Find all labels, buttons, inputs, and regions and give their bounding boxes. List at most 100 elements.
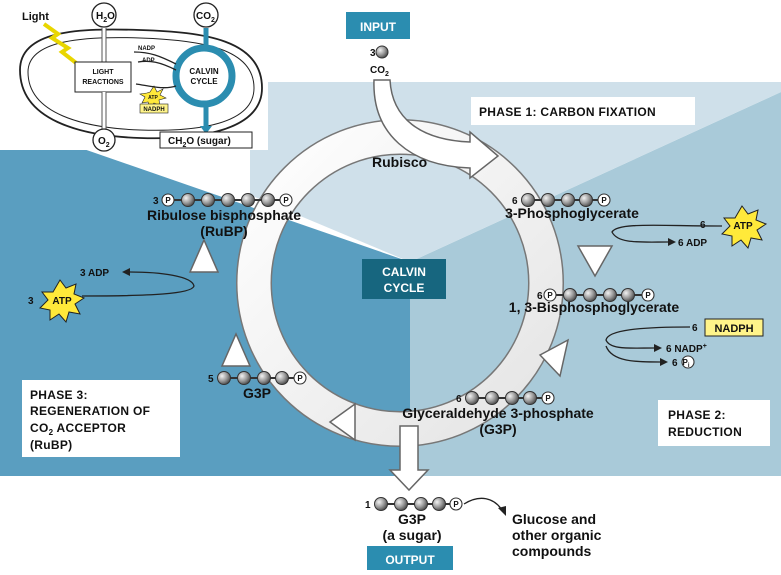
ring-arrowhead-right-lower xyxy=(538,338,570,378)
svg-text:O2: O2 xyxy=(98,136,110,149)
ring-arrowhead-left-upper xyxy=(188,238,220,273)
h2o-circle xyxy=(91,2,117,28)
inset-calvin-ring xyxy=(172,44,236,108)
nadph-box xyxy=(704,318,764,337)
input-co2-name: CO xyxy=(370,65,385,76)
products-line1: Glucose and xyxy=(512,511,596,527)
bpg-chain: P P xyxy=(543,288,655,302)
svg-text:H2O: H2O xyxy=(96,11,115,24)
g3p5-name: G3P xyxy=(243,385,271,401)
atp-left-label: ATP xyxy=(52,296,72,307)
inset-calvin-line1: CALVIN xyxy=(189,67,218,76)
light-reactions-box xyxy=(74,61,132,93)
rubp-chain: P P xyxy=(161,193,293,207)
inset-sugar-post: O (sugar) xyxy=(186,136,230,147)
phase1-label: PHASE 1: CARBON FIXATION xyxy=(479,105,656,119)
g3p-out-name: G3P xyxy=(398,511,426,527)
h2o-h: H xyxy=(96,11,103,22)
g3p5-count: 5 xyxy=(208,374,214,385)
input-arrow xyxy=(373,79,500,180)
adp-left-label: 3 ADP xyxy=(80,268,109,279)
pga-chain: P xyxy=(521,193,611,207)
output-box xyxy=(367,546,453,570)
pi-sub: i xyxy=(688,363,690,369)
pi-label: P xyxy=(682,358,688,367)
g3p6-count: 6 xyxy=(456,394,462,405)
input-co2-count: 3 xyxy=(370,48,376,59)
atp-left-star-icon xyxy=(38,279,86,324)
input-box xyxy=(346,12,410,39)
g3p6-name: Glyceraldehyde 3-phosphate xyxy=(402,405,594,421)
phase3-acceptor: ACCEPTOR xyxy=(53,421,126,435)
adp-right-label: 6 ADP xyxy=(678,238,707,249)
o2-circle xyxy=(92,128,116,152)
inset-nadp-label: NADP xyxy=(138,46,155,52)
phase2-line1: PHASE 2: xyxy=(668,408,726,422)
inset-sugar-pre: CH xyxy=(168,136,182,147)
inset-co2-name: CO xyxy=(196,11,211,22)
atp-right-label: ATP xyxy=(733,221,753,232)
input-co2-sub: 2 xyxy=(385,71,389,78)
calvin-cycle-box xyxy=(362,259,446,299)
input-co2-ball xyxy=(375,45,389,59)
atp-left-count: 3 xyxy=(28,296,34,307)
phase3-box xyxy=(22,380,180,457)
phase3-line4: (RuBP) xyxy=(30,438,72,452)
ring-arrowhead-left-lower xyxy=(220,332,252,367)
svg-text:CH2O (sugar): CH2O (sugar) xyxy=(168,136,231,149)
cycle-arrowheads xyxy=(188,238,614,442)
phase3-sub: 2 xyxy=(49,428,54,437)
bpg-name: 1, 3-Bisphosphoglycerate xyxy=(509,299,680,315)
svg-text:6 NADP+: 6 NADP+ xyxy=(666,343,707,355)
light-reactions-line2: REACTIONS xyxy=(82,79,124,86)
pga-count: 6 xyxy=(512,196,518,207)
pi-count: 6 xyxy=(672,358,678,369)
rubisco-label: Rubisco xyxy=(372,154,427,170)
svg-text:P: P xyxy=(645,291,651,300)
light-bolt-icon xyxy=(42,22,82,68)
light-reactions-line1: LIGHT xyxy=(93,69,115,76)
svg-text:P: P xyxy=(453,500,459,509)
svg-text:P: P xyxy=(283,196,289,205)
output-arrow xyxy=(388,425,430,492)
inset-light-label: Light xyxy=(22,11,49,23)
phase3-line2: REGENERATION OF xyxy=(30,404,150,418)
nadph-label: NADPH xyxy=(714,323,753,335)
phase3-line1: PHASE 3: xyxy=(30,388,88,402)
svg-text:Pi: Pi xyxy=(682,358,689,369)
products-line3: compounds xyxy=(512,543,592,559)
rubp-name: Ribulose bisphosphate xyxy=(147,207,301,223)
o2-sub: 2 xyxy=(106,142,110,149)
input-label: INPUT xyxy=(360,20,397,34)
inset-sugar-sub: 2 xyxy=(182,142,186,149)
svg-text:P: P xyxy=(547,291,553,300)
atp-right-star-icon xyxy=(720,205,768,250)
inset-nadph-label: NADPH xyxy=(143,107,164,113)
h2o-sub: 2 xyxy=(103,17,107,24)
g3p5-chain: P xyxy=(217,371,307,385)
ring-arrowhead-bottom xyxy=(328,402,356,442)
g3p-out-chain: P xyxy=(374,497,463,511)
nadph-count: 6 xyxy=(692,323,698,334)
pga-name: 3-Phosphoglycerate xyxy=(505,205,639,221)
svg-text:CO2 ACCEPTOR: CO2 ACCEPTOR xyxy=(30,421,126,437)
phase3-co: CO xyxy=(30,421,49,435)
inset-co2-sub: 2 xyxy=(211,17,215,24)
svg-text:P: P xyxy=(165,196,171,205)
inset-atp-label: ATP xyxy=(148,95,158,101)
g3p6-chain: P xyxy=(465,391,555,405)
nadp-charge: + xyxy=(703,343,707,350)
pi-circle xyxy=(681,355,695,369)
nadp-label: 6 NADP xyxy=(666,344,703,355)
calvin-cycle-line2: CYCLE xyxy=(384,281,425,295)
output-label: OUTPUT xyxy=(385,553,435,567)
svg-text:P: P xyxy=(545,394,551,403)
products-line2: other organic xyxy=(512,527,602,543)
svg-text:P: P xyxy=(601,196,607,205)
inset-calvin-line2: CYCLE xyxy=(190,77,218,86)
o2-o: O xyxy=(98,136,106,147)
rubp-count: 3 xyxy=(153,196,159,207)
phase2-line2: REDUCTION xyxy=(668,425,742,439)
g3p6-abbr: (G3P) xyxy=(479,421,516,437)
